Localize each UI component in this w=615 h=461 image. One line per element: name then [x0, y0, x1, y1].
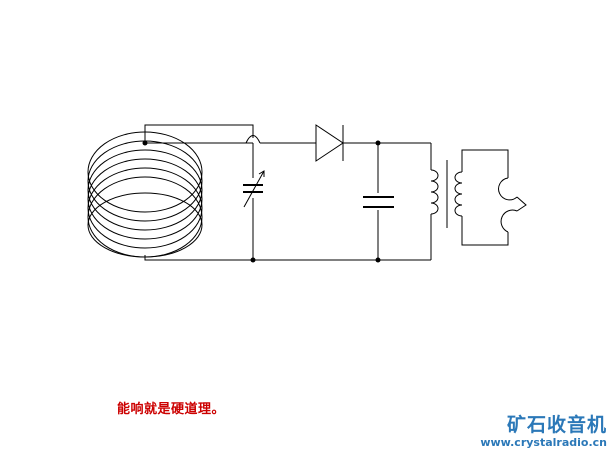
headphone-band: [516, 196, 527, 212]
capacitor: [360, 143, 398, 260]
headphone-earpiece: [500, 209, 518, 233]
audio-transformer: [430, 143, 509, 260]
antenna-leads: [142, 124, 254, 261]
junction-dot: [375, 257, 381, 263]
variable-capacitor: [240, 170, 266, 208]
watermark-url: www.crystalradio.cn: [480, 436, 607, 449]
headphone-earpiece: [498, 177, 518, 201]
junction-dot: [142, 140, 148, 146]
caption-text: 能响就是硬道理。: [117, 402, 226, 417]
junction-dot: [375, 140, 381, 146]
loop-antenna: [87, 131, 203, 258]
junction-dot: [250, 257, 256, 263]
watermark-logo: 矿石收音机 www.crystalradio.cn: [480, 414, 607, 450]
headphones: [498, 177, 527, 233]
diode: [315, 124, 344, 162]
top-rail: [245, 135, 431, 260]
watermark-name: 矿石收音机: [506, 414, 607, 436]
